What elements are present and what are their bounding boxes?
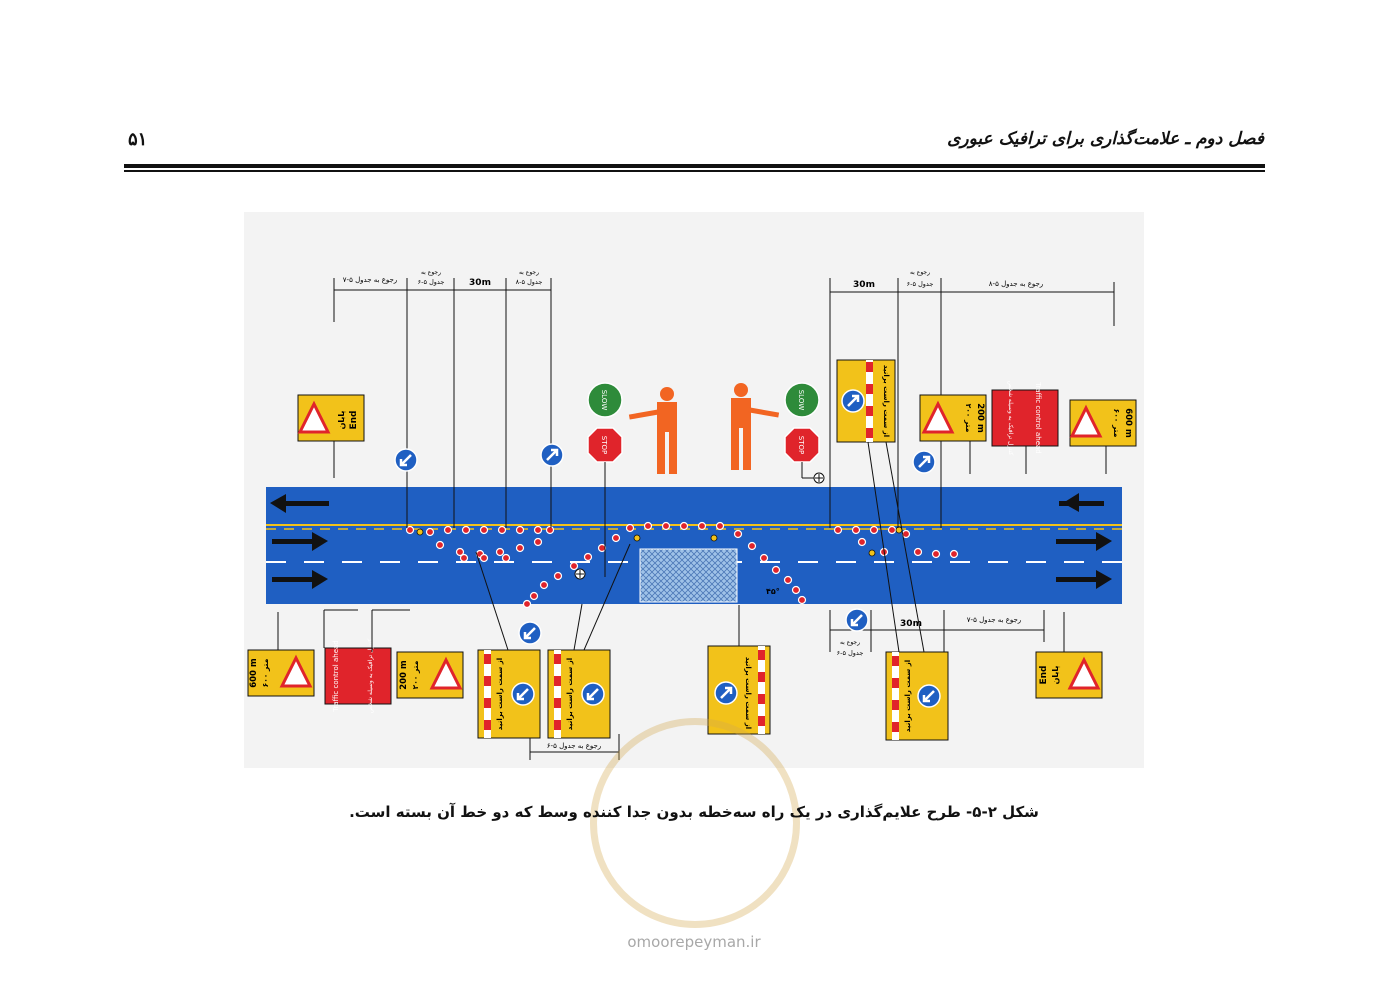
dimension-lines-bottom-right: [829, 610, 1045, 652]
chapter-title: فصل دوم ـ علامت‌گذاری برای ترافیک عبوری: [947, 129, 1264, 149]
traffic-control-sign-top: کنترل ترافیک به وسیله شخص Traffic contro…: [991, 381, 1059, 474]
svg-text:SLOW: SLOW: [600, 390, 608, 411]
keep-left-sign-bottom: [518, 621, 542, 645]
slow-sign: SLOW: [587, 382, 623, 418]
header-rule-thin: [124, 170, 1265, 172]
svg-text:۶۰۰ متر: ۶۰۰ متر: [261, 658, 270, 687]
svg-text:End: End: [1039, 666, 1049, 685]
dim-label-30m: 30m: [853, 280, 875, 290]
end-roadwork-sign: پایان End: [297, 394, 365, 478]
lane-arrow-right-icon: [1056, 532, 1112, 551]
keep-left-board-bottom-2: از سمت راست برانید: [547, 649, 611, 739]
svg-text:از سمت راست برانید: از سمت راست برانید: [882, 365, 890, 437]
traffic-control-sign-bottom: Traffic control ahead کنترل ترافیک به وس…: [323, 609, 392, 714]
end-roadwork-sign-bottom: End پایان: [1035, 612, 1103, 699]
dim-label-refer-to: رجوع به: [840, 639, 860, 646]
dim-label-refer-to: رجوع به: [519, 269, 539, 276]
dim-label-30m: 30m: [469, 278, 491, 288]
svg-text:STOP: STOP: [600, 436, 608, 454]
dim-label-refer-5-8: رجوع به جدول ۵-۸: [989, 280, 1043, 288]
lane-arrow-right-icon: [1056, 570, 1112, 589]
keep-left-board-bottom-right: از سمت راست برانید: [885, 651, 949, 741]
svg-text:Traffic control ahead: Traffic control ahead: [1034, 381, 1042, 454]
svg-text:۲۰۰ متر: ۲۰۰ متر: [411, 660, 420, 689]
keep-right-board-bottom-center: از سمت راست برانید: [707, 605, 771, 735]
warning-200m-sign-bottom: 200 m ۲۰۰ متر: [371, 609, 464, 699]
dim-label-refer-5-6: رجوع به جدول ۵-۶: [547, 742, 601, 750]
svg-text:کنترل ترافیک به وسیله شخص: کنترل ترافیک به وسیله شخص: [1007, 381, 1014, 456]
dim-label-30m: 30m: [900, 619, 922, 629]
dim-label-table-5-6: جدول ۵-۶: [907, 280, 934, 288]
svg-text:از سمت راست برانید: از سمت راست برانید: [566, 658, 574, 730]
slow-sign-right: SLOW: [784, 382, 820, 418]
svg-text:پایان: پایان: [1051, 666, 1060, 685]
warning-lamp-icon: [416, 526, 903, 557]
svg-text:پایان: پایان: [337, 411, 346, 430]
lane-arrow-left-icon: [270, 494, 329, 513]
dim-label-table-5-8: جدول ۵-۸: [516, 278, 543, 286]
dim-label-refer-to: رجوع به: [910, 269, 930, 276]
stop-sign-right: STOP: [784, 427, 825, 484]
svg-text:از سمت راست برانید: از سمت راست برانید: [496, 658, 504, 730]
figure-caption: شکل ۲-۵- طرح علایم‌گذاری در یک راه سه‌خط…: [349, 803, 1039, 821]
watermark-url: omoorepeyman.ir: [627, 933, 761, 951]
header-rule: [124, 164, 1265, 168]
work-zone: [639, 548, 738, 603]
svg-text:600 m: 600 m: [249, 658, 259, 688]
keep-right-sign-top-right: [912, 450, 936, 474]
svg-text:کنترل ترافیک به وسیله شخص: کنترل ترافیک به وسیله شخص: [367, 639, 374, 714]
dimension-lines-top-left: [333, 278, 552, 528]
signage-diagram: رجوع به جدول ۵-۷ رجوع به جدول ۵-۶ 30m رج…: [244, 212, 1144, 768]
flagger-figure-right: [731, 383, 780, 470]
svg-text:از سمت راست برانید: از سمت راست برانید: [904, 660, 912, 732]
cone-taper: [405, 521, 959, 609]
keep-left-sign-top-left: [394, 448, 418, 472]
warning-200m-sign: ۲۰۰ متر 200 m: [919, 394, 987, 474]
stop-sign: STOP: [574, 427, 623, 580]
dim-label-refer-5-7: رجوع به جدول ۵-۷: [967, 616, 1021, 624]
flagger-figure-left: [628, 387, 677, 474]
warning-600m-sign-top: ۶۰۰ متر 600 m: [1069, 399, 1137, 474]
warning-600m-sign-bottom: 600 m ۶۰۰ متر: [247, 612, 315, 697]
svg-text:600 m: 600 m: [1123, 408, 1133, 438]
svg-text:۶۰۰ متر: ۶۰۰ متر: [1112, 409, 1121, 438]
lane-arrow-right-icon: [272, 570, 328, 589]
keep-left-sign-bottom-right: [845, 608, 869, 632]
svg-text:از سمت راست برانید: از سمت راست برانید: [744, 657, 752, 729]
lane-arrow-left-icon: [1059, 493, 1104, 512]
svg-text:SLOW: SLOW: [797, 390, 805, 411]
dim-label-refer-to: رجوع به: [421, 269, 441, 276]
dim-label-table-5-6: جدول ۵-۶: [837, 649, 864, 657]
keep-right-sign-top: [540, 443, 564, 467]
dim-label-refer-5-7: رجوع به جدول ۵-۷: [343, 276, 397, 284]
dim-label-table-5-6: جدول ۵-۶: [418, 278, 445, 286]
leader-lines: [475, 441, 925, 653]
taper-angle-label: ۴۵°: [766, 587, 780, 596]
svg-text:End: End: [349, 411, 359, 430]
page-number: ۵۱: [128, 129, 148, 150]
svg-text:۲۰۰ متر: ۲۰۰ متر: [964, 404, 973, 433]
svg-text:Traffic control ahead: Traffic control ahead: [332, 640, 340, 713]
svg-text:STOP: STOP: [797, 436, 805, 454]
keep-right-board-top: از سمت راست برانید: [836, 359, 896, 443]
keep-left-board-bottom-1: از سمت راست برانید: [477, 649, 541, 739]
svg-text:200 m: 200 m: [975, 403, 985, 433]
svg-text:200 m: 200 m: [399, 660, 409, 690]
watermark-seal: [590, 718, 800, 928]
lane-arrow-right-icon: [272, 532, 328, 551]
